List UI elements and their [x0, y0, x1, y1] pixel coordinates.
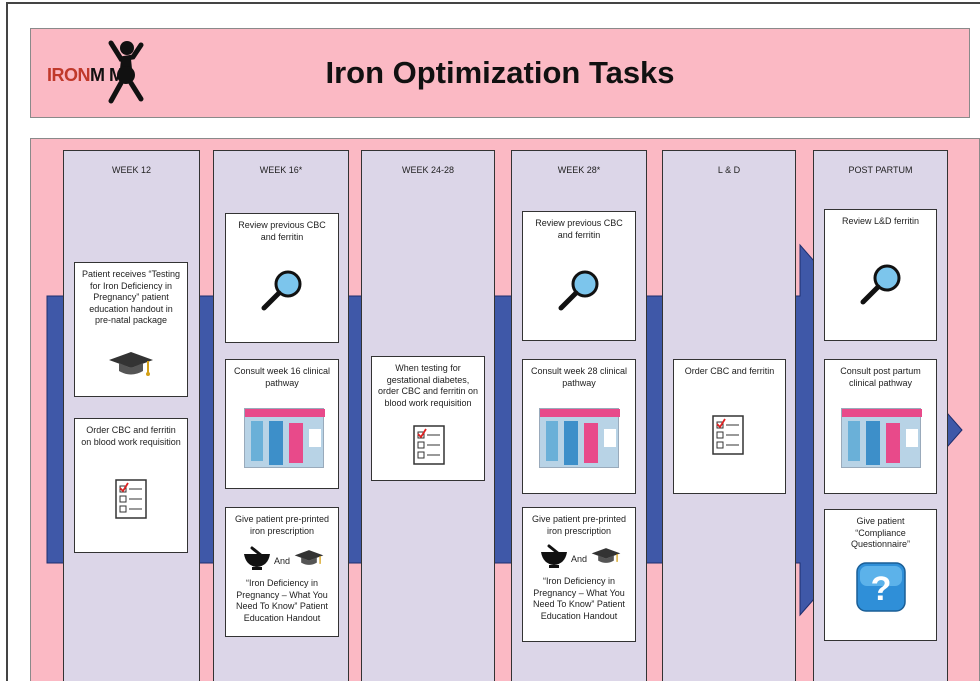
- graduation-cap-icon: [109, 352, 153, 376]
- magnifier-icon: [860, 264, 901, 305]
- task-card-questionnaire[interactable]: Give patient “Compliance Questionnaire” …: [824, 509, 937, 641]
- card-text: Order CBC and ferritin on blood work req…: [81, 425, 181, 447]
- task-card-handout[interactable]: Patient receives “Testing for Iron Defic…: [74, 262, 188, 397]
- graduation-cap-icon: [591, 548, 621, 563]
- and-label: And: [571, 554, 588, 564]
- card-text: Consult week 28 clinical pathway: [530, 366, 628, 388]
- handout-text: “Iron Deficiency in Pregnancy – What You…: [236, 578, 328, 623]
- header-banner: IRONM M Iron Optimization Tasks: [30, 28, 970, 118]
- task-card-order-cbc[interactable]: Order CBC and ferritin on blood work req…: [74, 418, 188, 553]
- pathway-thumbnail: [539, 408, 620, 468]
- task-card-prescription[interactable]: Give patient pre-printed iron prescripti…: [522, 507, 636, 642]
- mortar-pestle-icon: [244, 546, 270, 570]
- page-frame: [6, 2, 980, 681]
- card-text: Review previous CBC and ferritin: [238, 220, 326, 242]
- ironmom-logo: IRONM M: [47, 39, 157, 109]
- page-title: Iron Optimization Tasks: [325, 55, 675, 90]
- running-figure-icon: [108, 40, 144, 104]
- column-week-12: WEEK 12: [63, 150, 200, 681]
- task-card-review-cbc[interactable]: Review previous CBC and ferritin: [225, 213, 339, 343]
- card-text: Give patient pre-printed iron prescripti…: [531, 514, 627, 536]
- card-text: When testing for gestational diabetes, o…: [377, 363, 479, 408]
- task-card-consult-pathway[interactable]: Consult week 28 clinical pathway: [522, 359, 636, 494]
- card-text: Review previous CBC and ferritin: [535, 218, 623, 240]
- question-mark-icon: ?: [856, 562, 906, 612]
- card-text: Review L&D ferritin: [841, 216, 920, 226]
- task-card-gestational-diabetes[interactable]: When testing for gestational diabetes, o…: [371, 356, 485, 481]
- magnifier-icon: [261, 270, 302, 311]
- checklist-icon: [712, 415, 744, 455]
- and-label: And: [274, 556, 291, 566]
- column-heading: WEEK 12: [111, 165, 151, 175]
- task-card-review-cbc[interactable]: Review previous CBC and ferritin: [522, 211, 636, 341]
- column-heading: WEEK 16*: [259, 165, 303, 175]
- task-card-consult-pathway[interactable]: Consult week 16 clinical pathway: [225, 359, 339, 489]
- magnifier-icon: [558, 270, 599, 311]
- card-text: Give patient pre-printed iron prescripti…: [234, 514, 330, 536]
- card-text: Patient receives “Testing for Iron Defic…: [81, 269, 181, 325]
- checklist-icon: [115, 479, 147, 519]
- logo-wordmark: IRONM M: [47, 65, 124, 85]
- task-card-order-cbc[interactable]: Order CBC and ferritin: [673, 359, 786, 494]
- task-card-review-ferritin[interactable]: Review L&D ferritin: [824, 209, 937, 341]
- column-heading: WEEK 28*: [557, 165, 601, 175]
- checklist-icon: [413, 425, 445, 465]
- card-text: Consult post partum clinical pathway: [840, 366, 921, 388]
- handout-text: “Iron Deficiency in Pregnancy – What You…: [533, 576, 625, 621]
- pathway-thumbnail: [841, 408, 922, 468]
- mortar-pestle-icon: [541, 544, 567, 568]
- column-heading: POST PARTUM: [848, 165, 913, 175]
- task-card-prescription[interactable]: Give patient pre-printed iron prescripti…: [225, 507, 339, 637]
- column-heading: WEEK 24-28: [401, 165, 455, 175]
- svg-text:?: ?: [871, 570, 892, 608]
- card-text: Consult week 16 clinical pathway: [233, 366, 331, 388]
- pathway-thumbnail: [244, 408, 325, 468]
- card-text: Give patient “Compliance Questionnaire”: [850, 516, 911, 549]
- column-heading: L & D: [717, 165, 741, 175]
- graduation-cap-icon: [294, 550, 324, 565]
- task-card-consult-pathway[interactable]: Consult post partum clinical pathway: [824, 359, 937, 494]
- card-text: Order CBC and ferritin: [684, 366, 775, 376]
